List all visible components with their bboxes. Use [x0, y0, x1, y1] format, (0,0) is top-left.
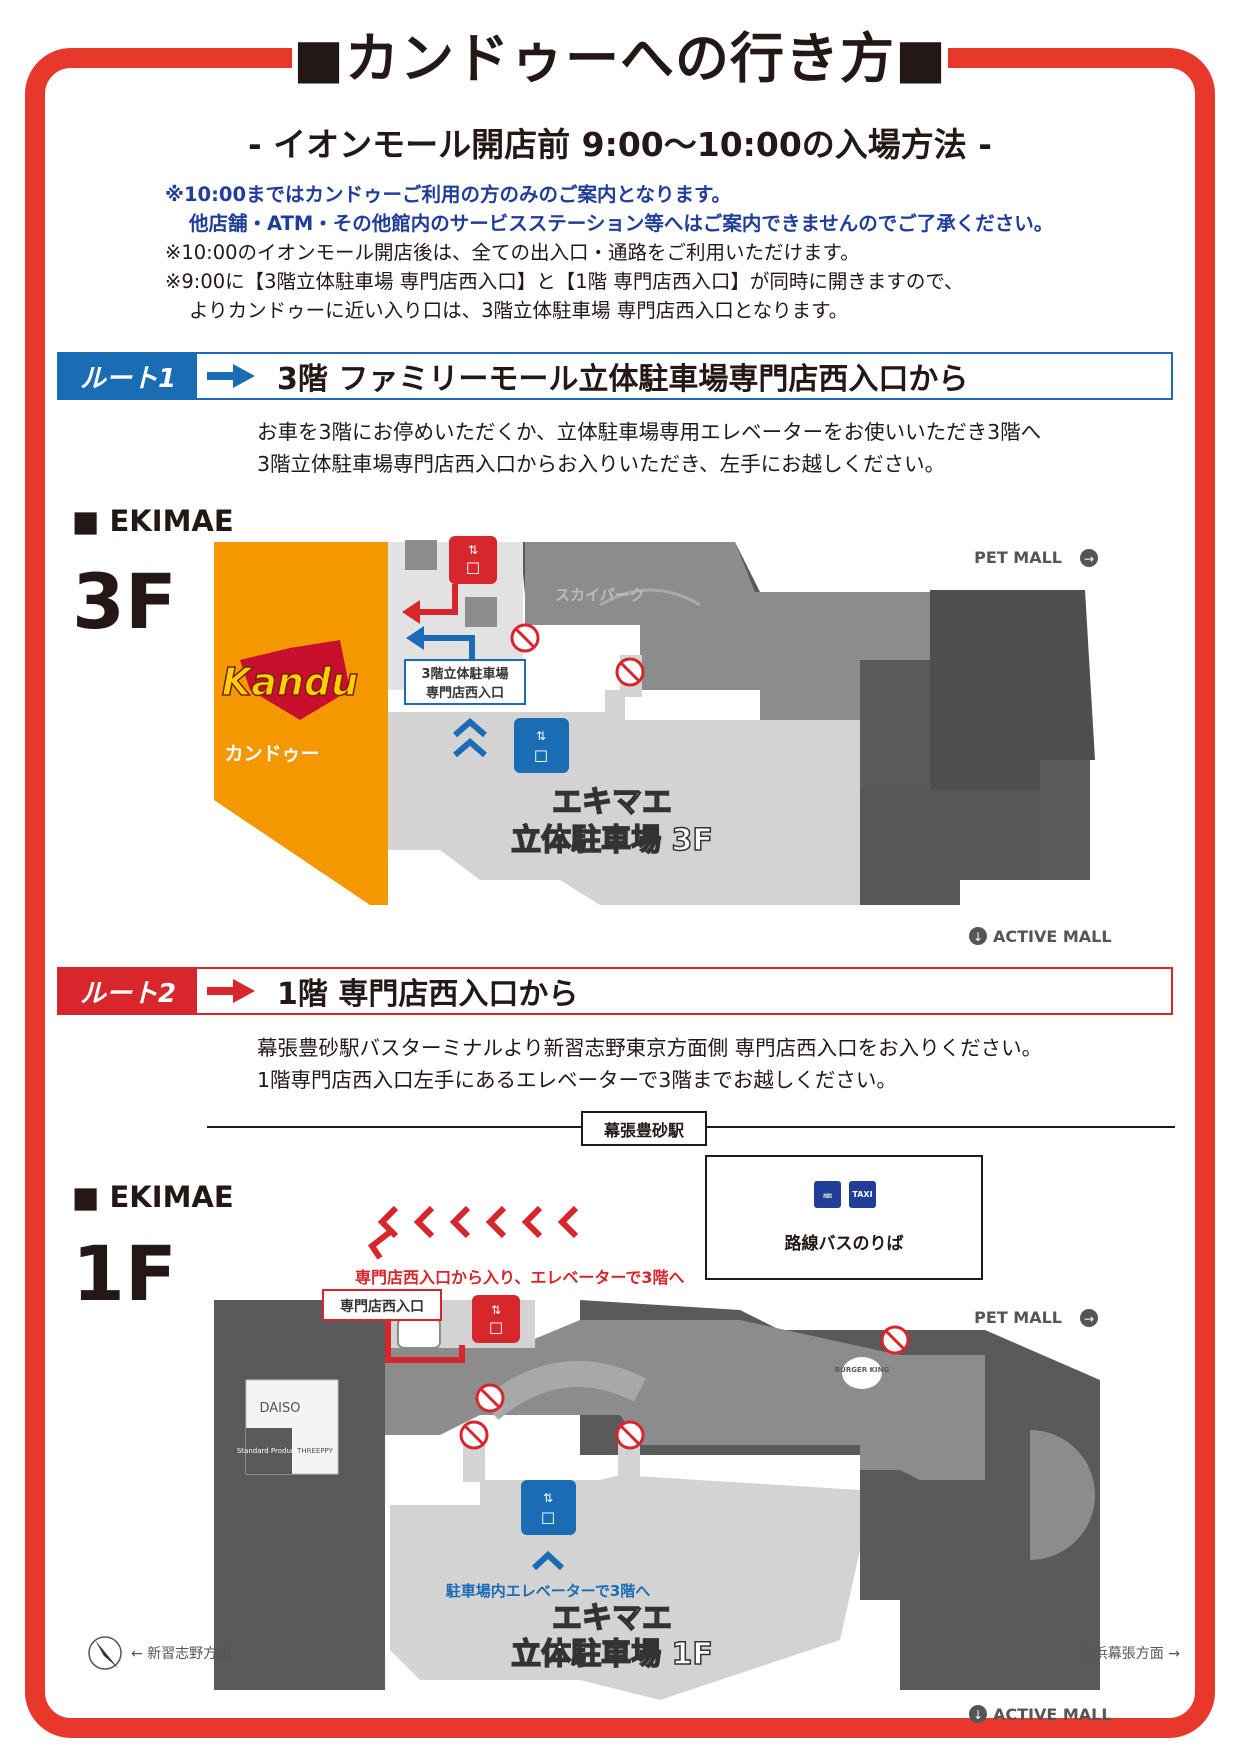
entrance-1f-label: 専門店西入口	[340, 1298, 424, 1315]
svg-text:⇅: ⇅	[536, 729, 546, 743]
no-entry-icon	[510, 623, 540, 653]
map-3f-floor: 3F	[72, 557, 177, 646]
route-2-desc-line1: 幕張豊砂駅バスターミナルより新習志野東京方面側 専門店西入口をお入りください。	[257, 1036, 1043, 1060]
svg-text:☐: ☐	[534, 747, 548, 766]
chevron-up-icon	[531, 1550, 565, 1571]
elevator-icon	[449, 536, 497, 584]
svg-text:⇅: ⇅	[468, 543, 478, 557]
route-2-tag: ルート2	[59, 969, 197, 1013]
taxi-icon: TAXI	[849, 1181, 876, 1208]
pet-mall-label-1f: PET MALL	[974, 1308, 1062, 1327]
route-1-description: お車を3階にお停めいただくか、立体駐車場専用エレベーターをお使いいただき3階へ …	[257, 416, 1041, 480]
note-2: 他店舗・ATM・その他館内のサービスステーション等へはご案内できませんのでご了承…	[189, 212, 1054, 235]
compass-icon	[88, 1636, 122, 1670]
svg-text:→: →	[1084, 552, 1094, 566]
elevator-icon	[514, 718, 569, 773]
arrow-down-circle-icon: ↓	[969, 927, 987, 945]
threeppy-label: THREEPPY	[296, 1447, 334, 1455]
mall-dark-block-1f-west	[214, 1300, 385, 1690]
burger-king-label: BURGER KING	[835, 1366, 890, 1374]
page-title: ■カンドゥーへの行き方■	[292, 20, 948, 90]
elevator-icon	[472, 1295, 520, 1343]
no-entry-icon	[615, 1420, 645, 1450]
parking-1f	[390, 1475, 860, 1700]
route-1-desc-line1: お車を3階にお停めいただくか、立体駐車場専用エレベーターをお使いいただき3階へ	[257, 420, 1042, 444]
mall-dark-block-3f-south	[860, 790, 1040, 905]
parking-3f-label-2: 立体駐車場 3F	[511, 823, 713, 858]
map-3f-area-label: ■ EKIMAE	[72, 504, 234, 538]
route-arrow-red	[415, 584, 458, 615]
svg-text:⇅: ⇅	[543, 1491, 553, 1505]
arrow-down-circle-icon: ↓	[969, 1705, 987, 1723]
svg-text:☐: ☐	[541, 1509, 555, 1528]
route-2-header: ルート2 1階 専門店西入口から	[57, 967, 1173, 1015]
no-entry-icon	[615, 657, 645, 687]
elevator-note: 駐車場内エレベーターで3階へ	[446, 1582, 651, 1600]
notes: ※10:00まではカンドゥーご利用の方のみのご案内となります。 他店舗・ATM・…	[165, 180, 1053, 325]
svg-text:☐: ☐	[466, 559, 480, 578]
arrow-right-icon	[197, 364, 267, 388]
entrance-1f-label-box	[322, 1289, 442, 1321]
bus-icon: 🚌	[814, 1181, 841, 1208]
skypark-arc	[599, 588, 701, 607]
daiso-label: DAISO	[260, 1401, 301, 1416]
svg-text:→: →	[1084, 1312, 1094, 1326]
route-2-description: 幕張豊砂駅バスターミナルより新習志野東京方面側 専門店西入口をお入りください。 …	[257, 1032, 1042, 1096]
map-1f-area-label: ■ EKIMAE	[72, 1180, 234, 1214]
page-subtitle: - イオンモール開店前 9:00〜10:00の入場方法 -	[248, 125, 992, 164]
arrow-right-circle-icon: →	[1080, 1309, 1098, 1327]
note-5: よりカンドゥーに近い入り口は、3階立体駐車場 専門店西入口となります。	[189, 299, 849, 322]
parking-3f	[388, 690, 860, 905]
entrance-3f-label-1: 3階立体駐車場	[421, 666, 508, 682]
route-2-instruction: 専門店西入口から入り、エレベーターで3階へ	[355, 1268, 685, 1287]
mall-corridor-1f	[385, 1320, 985, 1480]
no-entry-icon	[459, 1420, 489, 1450]
active-mall-label-1f: ACTIVE MALL	[993, 1705, 1112, 1724]
route-path-red	[385, 1300, 465, 1363]
direction-right-label: 海浜幕張方面 →	[1080, 1646, 1180, 1662]
elevator-icon	[521, 1480, 576, 1535]
skypark-label: スカイパーク	[555, 586, 645, 604]
route-2-desc-line2: 1階専門店西入口左手にあるエレベーターで3階までお越しください。	[257, 1068, 897, 1092]
map-1f-floor: 1F	[72, 1229, 177, 1318]
chevron-left-icon	[367, 1205, 579, 1260]
kandu-logo-text: Kandu	[222, 660, 358, 704]
no-entry-icon	[475, 1383, 505, 1413]
station-label: 幕張豊砂駅	[581, 1111, 707, 1146]
arrow-right-icon	[197, 979, 267, 1003]
active-mall-label-3f: ACTIVE MALL	[993, 927, 1112, 946]
parking-3f-label-1: エキマエ	[552, 785, 672, 820]
bus-stop-label: 路線バスのりば	[784, 1234, 904, 1254]
chevron-up-icon	[453, 718, 487, 758]
direction-left-label: ← 新習志野方面	[131, 1646, 231, 1662]
entrance-3f-label-2: 専門店西入口	[426, 685, 504, 701]
parking-1f-label-2: 立体駐車場 1F	[511, 1637, 713, 1672]
note-3: ※10:00のイオンモール開店後は、全ての出入口・通路をご利用いただけます。	[165, 241, 860, 264]
svg-text:⇅: ⇅	[491, 1303, 501, 1317]
route-1-title: 3階 ファミリーモール立体駐車場専門店西入口から	[277, 362, 969, 397]
route-1-desc-line2: 3階立体駐車場専門店西入口からお入りいただき、左手にお越しください。	[257, 452, 946, 476]
kandu-area	[214, 542, 388, 905]
route-1-tag: ルート1	[59, 354, 197, 398]
burger-king-logo: BURGER KING	[835, 1357, 890, 1389]
route-2-title: 1階 専門店西入口から	[277, 977, 579, 1012]
arrow-right-circle-icon: →	[1080, 549, 1098, 567]
entrance-3f-label-box	[404, 659, 526, 705]
svg-text:↓: ↓	[973, 930, 983, 944]
route-1-header: ルート1 3階 ファミリーモール立体駐車場専門店西入口から	[57, 352, 1173, 400]
svg-text:☐: ☐	[489, 1319, 503, 1338]
note-1: ※10:00まではカンドゥーご利用の方のみのご案内となります。	[165, 183, 731, 206]
parking-1f-label-1: エキマエ	[552, 1601, 672, 1636]
standard-products-label: Standard Products	[237, 1447, 302, 1455]
route-arrow-blue	[420, 635, 475, 660]
pet-mall-label-3f: PET MALL	[974, 548, 1062, 567]
svg-text:↓: ↓	[973, 1708, 983, 1722]
kandu-logo: Kandu	[221, 640, 359, 720]
note-4: ※9:00に【3階立体駐車場 専門店西入口】と【1階 専門店西入口】が同時に開き…	[165, 270, 964, 293]
no-entry-icon	[880, 1325, 910, 1355]
kandu-label: カンドゥー	[224, 743, 319, 765]
bus-stop-box: 🚌 TAXI 路線バスのりば	[705, 1155, 983, 1280]
